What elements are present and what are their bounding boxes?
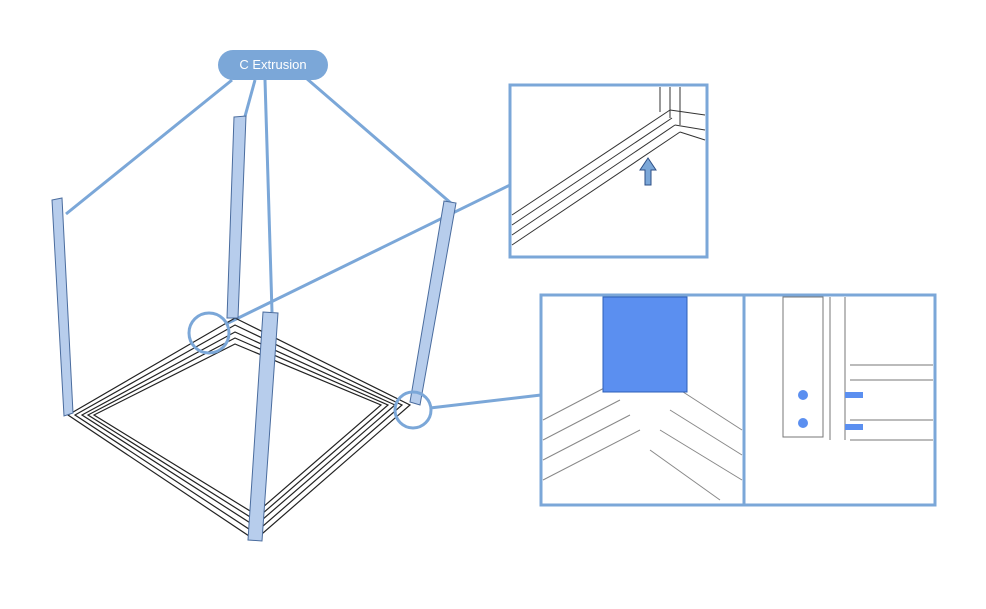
post-front	[247, 311, 279, 542]
inset-detail-1	[508, 83, 709, 259]
vertical-posts	[51, 115, 457, 542]
inset-detail-2	[539, 293, 746, 507]
detail-circle-1	[187, 311, 231, 355]
fastener-highlights	[798, 390, 863, 430]
leader-lines	[65, 76, 542, 410]
highlighted-extrusion	[602, 296, 688, 393]
inset-detail-3	[742, 293, 937, 507]
post-left	[51, 197, 74, 417]
arrow-up-icon	[639, 157, 657, 186]
base-frame	[66, 317, 412, 541]
detail-circle-2	[393, 390, 433, 430]
callout-label-c-extrusion: C Extrusion	[218, 50, 328, 80]
post-right	[409, 200, 457, 406]
post-back	[226, 115, 247, 319]
